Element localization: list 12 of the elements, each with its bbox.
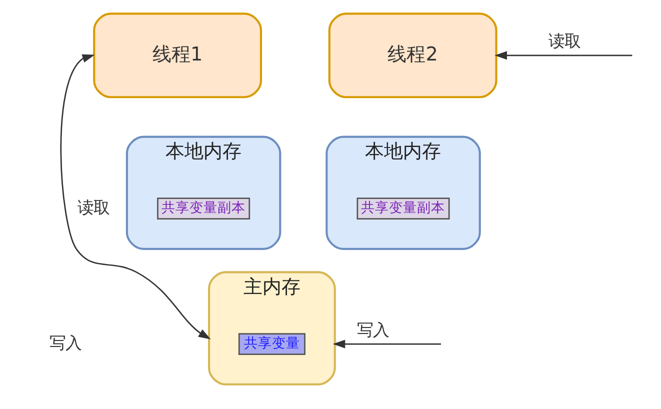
node-box: 共享变量副本 xyxy=(156,198,250,220)
arrow xyxy=(494,51,632,60)
node-box: 线程2 xyxy=(328,12,497,98)
arrow xyxy=(60,54,210,340)
edge-label: 读取 xyxy=(548,32,580,51)
node-box: 共享变量 xyxy=(238,333,305,355)
node-box: 线程1 xyxy=(92,12,262,98)
label: 写入 xyxy=(48,333,81,352)
edge-label: 读取 xyxy=(76,198,109,217)
arrow xyxy=(332,340,440,348)
edge-label: 写入 xyxy=(356,320,388,340)
node-box: 共享变量副本 xyxy=(356,198,450,220)
